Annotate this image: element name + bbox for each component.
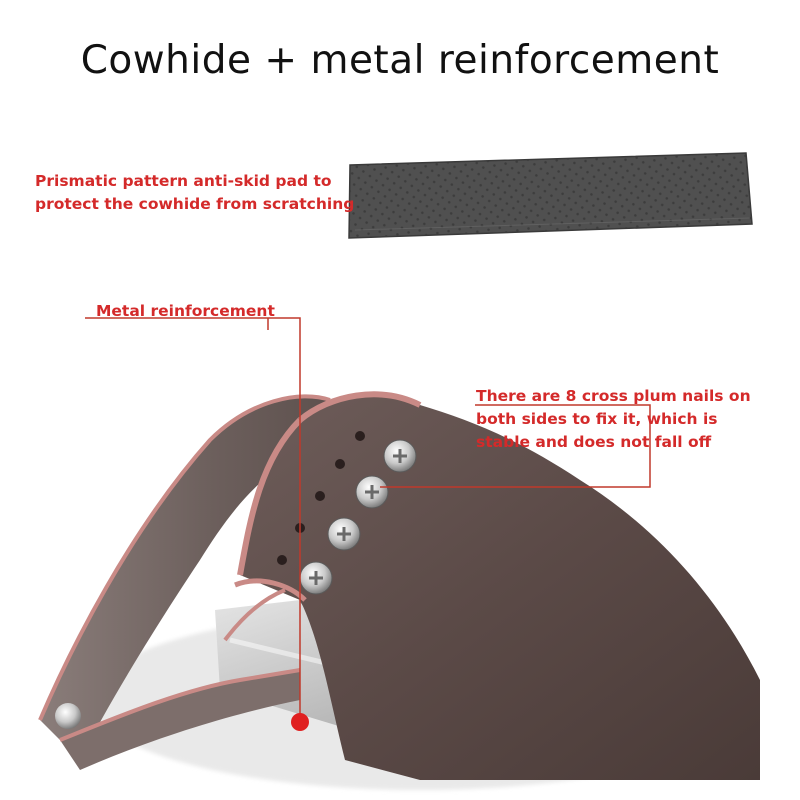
stitch-hole bbox=[335, 459, 345, 469]
nail-icon bbox=[383, 439, 417, 473]
marker-dot bbox=[291, 713, 309, 731]
anti-skid-pad bbox=[348, 152, 753, 239]
nails-leader-line bbox=[380, 404, 651, 488]
left-strap bbox=[38, 394, 331, 770]
stitch-hole bbox=[355, 431, 365, 441]
nail-icon bbox=[355, 475, 389, 509]
metal-leader-line bbox=[85, 317, 301, 722]
cross-plum-nails-callout: There are 8 cross plum nails on both sid… bbox=[476, 387, 751, 451]
rivet-icon bbox=[55, 703, 81, 729]
anti-skid-pad-callout: Prismatic pattern anti-skid pad to prote… bbox=[35, 172, 355, 213]
stitch-hole bbox=[277, 555, 287, 565]
metal-reinforcement-callout: Metal reinforcement bbox=[96, 302, 275, 320]
stitch-hole bbox=[315, 491, 325, 501]
nail-icon bbox=[327, 517, 361, 551]
page-title: Cowhide + metal reinforcement bbox=[80, 38, 720, 83]
cross-plum-nails bbox=[299, 439, 417, 595]
leader-lines bbox=[85, 317, 651, 731]
nail-icon bbox=[299, 561, 333, 595]
